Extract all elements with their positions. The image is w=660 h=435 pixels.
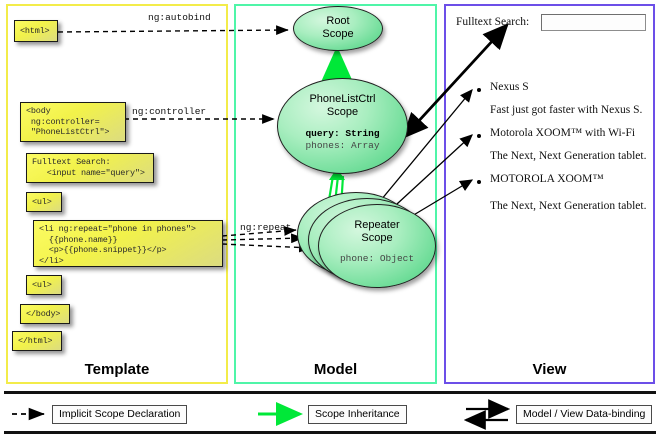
edge-label-repeat: ng:repeat bbox=[240, 222, 292, 233]
panel-view: View bbox=[444, 4, 655, 384]
fulltext-search-input[interactable] bbox=[541, 14, 646, 31]
legend-scope-inheritance: Scope Inheritance bbox=[308, 405, 407, 424]
scope-phonelistctrl-props: query: String phones: Array bbox=[278, 128, 407, 151]
legend-divider-bottom bbox=[4, 431, 656, 434]
list-bullet-1 bbox=[477, 88, 481, 92]
phone-name-3: MOTOROLA XOOM™ bbox=[490, 173, 604, 185]
list-bullet-3 bbox=[477, 180, 481, 184]
list-bullet-2 bbox=[477, 134, 481, 138]
phone-name-2: Motorola XOOM™ with Wi-Fi bbox=[490, 127, 636, 139]
code-box-li-repeat: <li ng:repeat="phone in phones"> {{phone… bbox=[33, 220, 223, 267]
legend-model-view-data-binding: Model / View Data-binding bbox=[516, 405, 653, 424]
panel-view-label: View bbox=[532, 361, 567, 378]
code-box-ul-close: <ul> bbox=[26, 275, 62, 295]
edge-label-controller: ng:controller bbox=[132, 106, 207, 117]
legend-implicit-scope-declaration: Implicit Scope Declaration bbox=[52, 405, 188, 424]
panel-template-label: Template bbox=[84, 361, 150, 378]
code-box-body-close: </body> bbox=[20, 304, 70, 324]
scope-phonelistctrl-title: PhoneListCtrl Scope bbox=[309, 93, 376, 118]
code-box-ul-open: <ul> bbox=[26, 192, 62, 212]
scope-prop-phones: phones: Array bbox=[305, 139, 380, 151]
code-box-html-close: </html> bbox=[12, 331, 62, 351]
scope-root: Root Scope bbox=[293, 6, 383, 51]
scope-phonelistctrl: PhoneListCtrl Scope query: String phones… bbox=[277, 78, 408, 174]
code-box-body-open: <body ng:controller= "PhoneListCtrl"> bbox=[20, 102, 126, 142]
legend-divider-top bbox=[4, 391, 656, 394]
code-box-fulltext-search: Fulltext Search: <input name="query"> bbox=[26, 153, 154, 183]
scope-repeater: Repeater Scope phone: Object bbox=[318, 204, 436, 288]
scope-repeater-title: Repeater Scope bbox=[354, 219, 400, 244]
phone-snippet-3: The Next, Next Generation tablet. bbox=[490, 200, 647, 212]
scope-root-title: Root Scope bbox=[322, 15, 354, 40]
fulltext-search-label: Fulltext Search: bbox=[456, 16, 530, 28]
scope-prop-query: query: String bbox=[305, 128, 380, 139]
panel-model-label: Model bbox=[313, 361, 358, 378]
edge-label-autobind: ng:autobind bbox=[148, 12, 211, 23]
phone-snippet-1: Fast just got faster with Nexus S. bbox=[490, 104, 643, 116]
phone-name-1: Nexus S bbox=[490, 81, 529, 93]
scope-repeater-props: phone: Object bbox=[339, 253, 415, 264]
code-box-html-open: <html> bbox=[14, 20, 58, 42]
phone-snippet-2: The Next, Next Generation tablet. bbox=[490, 150, 647, 162]
